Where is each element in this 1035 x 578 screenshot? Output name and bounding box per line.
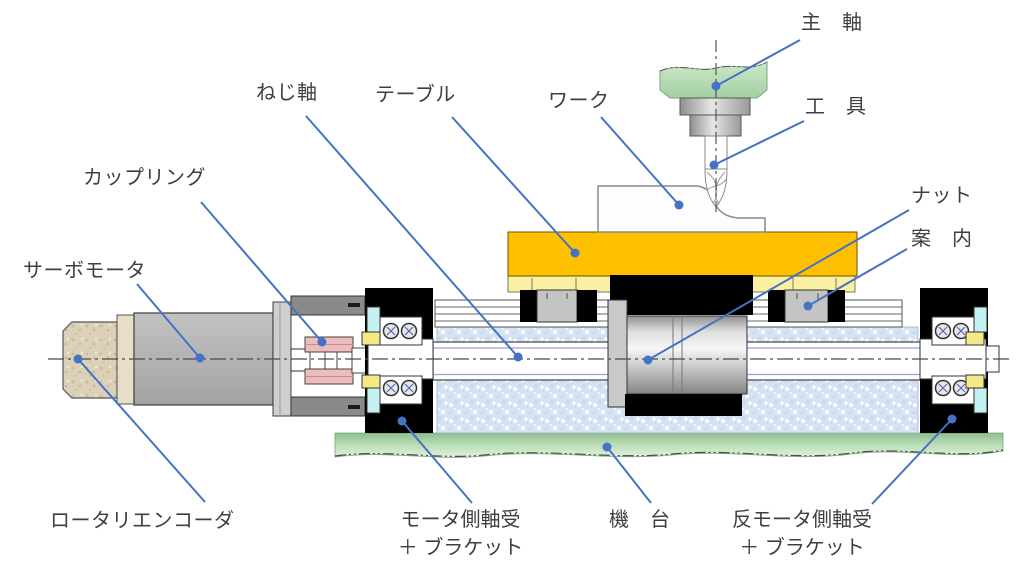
bearing-collar: [973, 387, 988, 414]
label-workpiece: ワーク: [548, 90, 610, 112]
table-top: [507, 231, 858, 277]
leader-opposite-side-bearing: [871, 414, 957, 505]
leader-machine-base: [602, 442, 652, 504]
label-servo-motor: サーボモータ: [23, 260, 146, 282]
label-rotary-encoder: ロータリエンコーダ: [50, 510, 235, 532]
label-spindle: 主 軸: [801, 12, 863, 34]
label-motor-side-bearing: モータ側軸受 ＋ ブラケット: [383, 506, 538, 562]
label-motor-side-bearing-line1: モータ側軸受: [400, 509, 521, 531]
spindle-head: [659, 61, 768, 137]
label-opposite-side-bearing-line2: ＋ ブラケット: [739, 537, 865, 559]
label-machine-base: 機 台: [609, 509, 671, 531]
bearing-spacer: [361, 374, 381, 389]
tool-holder: [679, 97, 751, 116]
leader-nut: [643, 209, 910, 365]
machine-base-bed: [334, 432, 1004, 458]
leader-workpiece: [600, 116, 684, 210]
nut-body: [626, 315, 748, 395]
label-tool: 工 具: [805, 96, 867, 118]
nut-flange: [607, 299, 628, 408]
bearing-collar: [366, 387, 381, 414]
screw-journal: [351, 347, 367, 374]
label-opposite-side-bearing-line1: 反モータ側軸受: [732, 509, 872, 531]
rotary-encoder-body: [62, 314, 135, 405]
guide-carriage-right: [768, 289, 845, 323]
nut-bracket-bottom: [625, 394, 742, 416]
leader-table: [451, 116, 580, 258]
leader-tool: [709, 120, 805, 170]
leader-rotary-encoder: [73, 354, 206, 503]
motor-side-bearing-bracket: [361, 288, 434, 433]
motor-bracket: [290, 295, 366, 417]
label-motor-side-bearing-line2: ＋ ブラケット: [397, 537, 524, 559]
bearing-spacer: [965, 374, 985, 389]
label-table: テーブル: [375, 84, 456, 106]
leader-coupling: [200, 201, 327, 347]
leader-guide: [803, 248, 908, 311]
label-nut: ナット: [911, 185, 973, 207]
spindle-break-line: [659, 61, 768, 72]
label-screw-shaft: ねじ軸: [256, 82, 318, 104]
leader-spindle: [711, 39, 801, 91]
coupling-body: [290, 336, 367, 385]
opposite-side-bearing-bracket: [919, 288, 1000, 433]
bearing-collar: [973, 306, 988, 333]
label-coupling: カップリング: [83, 167, 206, 189]
bearing-spacer: [965, 331, 985, 346]
guide-carriage-left: [520, 289, 597, 323]
label-guide: 案 内: [911, 228, 973, 250]
leader-motor-side-bearing: [397, 416, 473, 504]
leader-screw-shaft: [305, 115, 523, 362]
leader-lines: [73, 39, 957, 505]
workpiece-outline: [597, 185, 766, 233]
ball-screw-nut: [607, 275, 753, 416]
base-break-chain-line: [334, 449, 1004, 457]
leader-servo-motor: [136, 283, 205, 363]
label-opposite-side-bearing: 反モータ側軸受 ＋ ブラケット: [707, 506, 897, 562]
nut-bracket-top: [610, 275, 753, 315]
bearing-spacer: [361, 331, 381, 346]
bearing-collar: [366, 306, 381, 333]
